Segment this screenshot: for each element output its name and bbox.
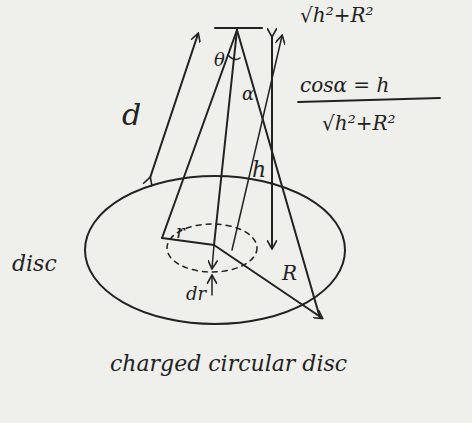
height-label: h [252, 158, 266, 182]
radius-r-label: r [176, 222, 185, 242]
cosine-formula: cosα = h [300, 74, 389, 96]
fraction-bar [298, 98, 440, 102]
hyp-arrow [232, 36, 282, 250]
angle-arc [228, 55, 240, 59]
disc-outline [85, 176, 345, 324]
ring-width-label: dr [186, 284, 206, 304]
caption-note: charged circular disc [110, 352, 347, 376]
distance-expression: √h²+R² [300, 4, 373, 26]
top-tick [215, 27, 262, 29]
center-arrow [212, 245, 214, 268]
h-arrow [271, 36, 273, 248]
distance-label: d [122, 98, 141, 131]
radius-R-label: R [282, 262, 297, 284]
angle-alpha: α [242, 84, 254, 104]
radius-R [214, 245, 322, 318]
d-arrow [150, 34, 198, 178]
angle-theta: θ [214, 50, 225, 70]
axis-line [214, 30, 237, 245]
dr-arrow [211, 276, 213, 295]
denominator-expression: √h²+R² [322, 112, 395, 134]
disc-label: disc [12, 252, 57, 276]
radius-r [162, 238, 214, 245]
